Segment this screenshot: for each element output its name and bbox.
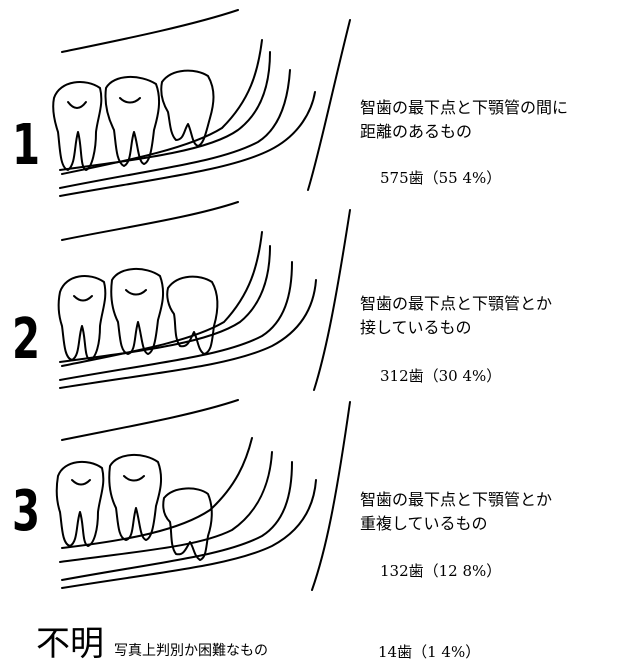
jaw-illustration-1 bbox=[53, 10, 350, 196]
panel-description-1-line1: 智歯の最下点と下顎管の間に bbox=[360, 96, 568, 120]
panel-description-1-line2: 距離のあるもの bbox=[360, 120, 568, 144]
panel-count-3: 132歯（12 8%） bbox=[380, 560, 501, 581]
jaw-illustration-3 bbox=[57, 400, 350, 590]
panel-description-2: 智歯の最下点と下顎管とか 接しているもの bbox=[360, 292, 552, 340]
panel-description-3-line1: 智歯の最下点と下顎管とか bbox=[360, 488, 552, 512]
panel-description-2-line1: 智歯の最下点と下顎管とか bbox=[360, 292, 552, 316]
panel-number-3: 3 bbox=[12, 484, 39, 540]
panel-description-2-line2: 接しているもの bbox=[360, 316, 552, 340]
jaw-illustration-2 bbox=[59, 202, 350, 390]
unknown-count: 14歯（1 4%） bbox=[378, 641, 480, 662]
panel-count-1: 575歯（55 4%） bbox=[380, 167, 501, 188]
unknown-description: 写真上判別か困難なもの bbox=[114, 640, 268, 660]
unknown-label: 不明 bbox=[36, 626, 104, 662]
panel-description-3: 智歯の最下点と下顎管とか 重複しているもの bbox=[360, 488, 552, 536]
panel-description-3-line2: 重複しているもの bbox=[360, 512, 552, 536]
panel-number-1: 1 bbox=[12, 118, 39, 174]
panel-number-2: 2 bbox=[12, 312, 39, 368]
panel-description-1: 智歯の最下点と下顎管の間に 距離のあるもの bbox=[360, 96, 568, 144]
panel-count-2: 312歯（30 4%） bbox=[380, 365, 501, 386]
